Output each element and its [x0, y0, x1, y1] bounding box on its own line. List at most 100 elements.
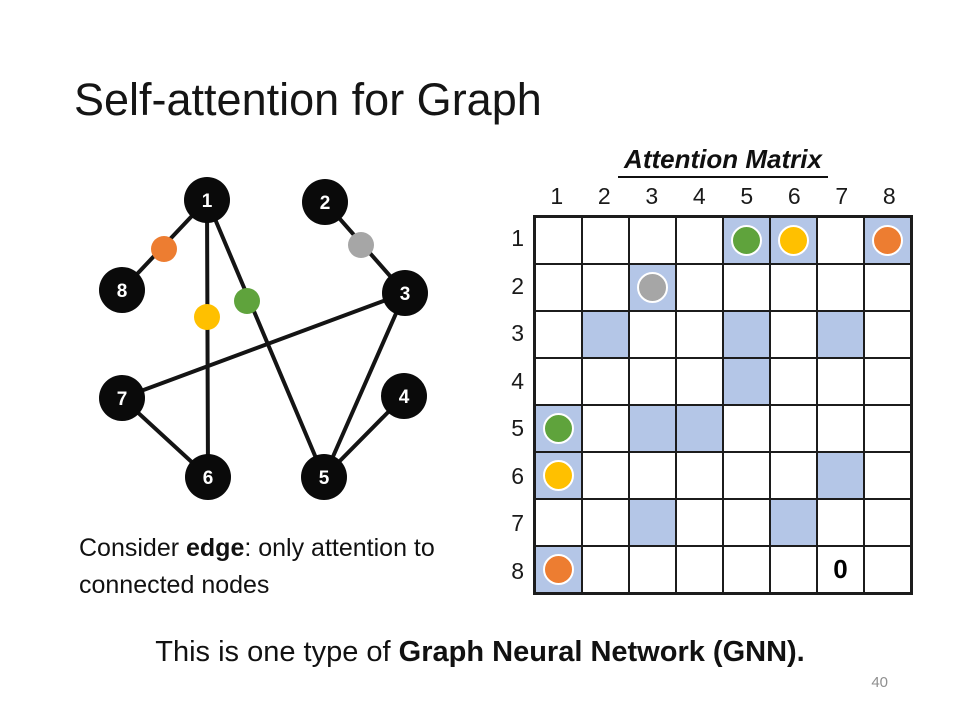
matrix-cell-r3-c4: [676, 311, 723, 358]
edge-1-6: [205, 198, 210, 479]
gray-edge-dot: [348, 232, 374, 258]
matrix-row-header-8: 8: [511, 557, 524, 584]
graph-node-label-3: 3: [400, 284, 411, 305]
matrix-cell-r8-c1: [535, 546, 582, 593]
matrix-cell-r7-c2: [582, 499, 629, 546]
matrix-cell-r8-c6: [770, 546, 817, 593]
matrix-cell-r8-c4: [676, 546, 723, 593]
matrix-cell-r7-c6: [770, 499, 817, 546]
matrix-cell-r8-c7: 0: [817, 546, 864, 593]
matrix-col-header-2: 2: [597, 183, 611, 209]
matrix-cell-r7-c1: [535, 499, 582, 546]
matrix-cell-r4-c4: [676, 358, 723, 405]
matrix-cell-r8-c8: [864, 546, 911, 593]
matrix-cell-r6-c3: [629, 452, 676, 499]
yellow-edge-dot: [194, 304, 220, 330]
matrix-row-header-1: 1: [511, 225, 524, 252]
matrix-cell-r5-c2: [582, 405, 629, 452]
matrix-col-header-1: 1: [550, 183, 564, 209]
matrix-cell-r2-c8: [864, 264, 911, 311]
matrix-row-header-7: 7: [511, 510, 524, 537]
matrix-cell-r3-c6: [770, 311, 817, 358]
matrix-cell-r1-c8: [864, 217, 911, 264]
matrix-cell-r5-c4: [676, 405, 723, 452]
matrix-row-headers: 1 2 3 4 5 6 7 8: [496, 215, 526, 595]
matrix-cell-r7-c5: [723, 499, 770, 546]
edge-caption: Consider edge: only attention to connect…: [79, 530, 483, 604]
caption-bold: edge: [186, 534, 245, 562]
yellow-matrix-dot: [778, 225, 809, 256]
matrix-cell-r5-c8: [864, 405, 911, 452]
matrix-cell-r4-c2: [582, 358, 629, 405]
graph-node-7: [99, 375, 145, 421]
matrix-cell-r3-c8: [864, 311, 911, 358]
matrix-col-header-8: 8: [882, 183, 896, 209]
gray-matrix-dot: [637, 272, 668, 303]
page-number: 40: [871, 674, 888, 691]
graph-node-label-2: 2: [320, 193, 331, 214]
matrix-cell-r3-c2: [582, 311, 629, 358]
graph-node-3: [382, 270, 428, 316]
matrix-cell-r6-c4: [676, 452, 723, 499]
green-matrix-dot: [543, 413, 574, 444]
matrix-row-header-2: 2: [511, 272, 524, 299]
matrix-col-header-5: 5: [740, 183, 754, 209]
matrix-cell-r6-c8: [864, 452, 911, 499]
matrix-cell-r2-c7: [817, 264, 864, 311]
graph-node-2: [302, 179, 348, 225]
graph-node-1: [184, 177, 230, 223]
matrix-cell-r1-c4: [676, 217, 723, 264]
matrix-cell-r3-c5: [723, 311, 770, 358]
matrix-cell-r6-c2: [582, 452, 629, 499]
graph-node-label-7: 7: [117, 389, 128, 410]
matrix-cell-r4-c1: [535, 358, 582, 405]
graph-node-8: [99, 267, 145, 313]
graph-node-6: [185, 454, 231, 500]
yellow-matrix-dot: [543, 460, 574, 491]
slide-title: Self-attention for Graph: [74, 74, 542, 125]
matrix-title-text: Attention Matrix: [618, 144, 828, 178]
matrix-cell-r6-c5: [723, 452, 770, 499]
graph-node-label-8: 8: [117, 281, 128, 302]
matrix-cell-r6-c6: [770, 452, 817, 499]
matrix-cell-r3-c1: [535, 311, 582, 358]
matrix-row-header-5: 5: [511, 415, 524, 442]
matrix-cell-r5-c7: [817, 405, 864, 452]
orange-edge-dot: [151, 236, 177, 262]
footer-bold: Graph Neural Network (GNN).: [398, 636, 805, 668]
matrix-cell-r8-c5: [723, 546, 770, 593]
matrix-cell-r3-c7: [817, 311, 864, 358]
caption-suffix: : only attention to connected nodes: [79, 534, 435, 599]
matrix-cell-r7-c4: [676, 499, 723, 546]
matrix-cell-r6-c7: [817, 452, 864, 499]
matrix-title: Attention Matrix: [533, 144, 913, 178]
matrix-cell-r2-c4: [676, 264, 723, 311]
matrix-cell-r5-c3: [629, 405, 676, 452]
matrix-col-header-4: 4: [692, 183, 706, 209]
matrix-col-header-7: 7: [835, 183, 849, 209]
matrix-row-header-4: 4: [511, 367, 524, 394]
matrix-cell-r5-c6: [770, 405, 817, 452]
footer-text: This is one type of Graph Neural Network…: [0, 636, 960, 669]
matrix-cell-r4-c6: [770, 358, 817, 405]
matrix-cell-r1-c1: [535, 217, 582, 264]
matrix-cell-r2-c6: [770, 264, 817, 311]
matrix-cell-r2-c1: [535, 264, 582, 311]
matrix-cell-r2-c5: [723, 264, 770, 311]
matrix-cell-r4-c7: [817, 358, 864, 405]
matrix-cell-r4-c3: [629, 358, 676, 405]
matrix-cell-r7-c8: [864, 499, 911, 546]
matrix-row-header-3: 3: [511, 320, 524, 347]
matrix-cell-r2-c2: [582, 264, 629, 311]
green-matrix-dot: [731, 225, 762, 256]
matrix-cell-r6-c1: [535, 452, 582, 499]
graph-node-4: [381, 373, 427, 419]
matrix-cell-r1-c3: [629, 217, 676, 264]
matrix-row-header-6: 6: [511, 462, 524, 489]
graph-node-label-1: 1: [202, 191, 213, 212]
orange-matrix-dot: [872, 225, 903, 256]
edge-1-5: [205, 198, 326, 479]
